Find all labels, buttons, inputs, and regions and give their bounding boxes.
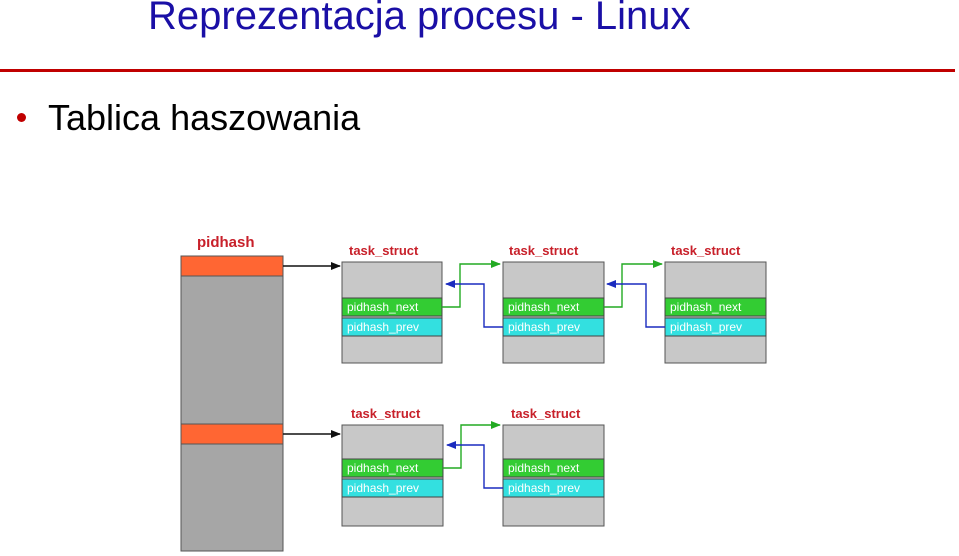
task-struct-2-2: task_struct pidhash_next pidhash_prev: [502, 406, 605, 527]
pidhash-next-label: pidhash_next: [670, 300, 742, 314]
pidhash-prev-label: pidhash_prev: [347, 320, 419, 334]
task-struct-label: task_struct: [351, 406, 421, 421]
pidhash-next-label: pidhash_next: [347, 300, 419, 314]
prev-pointer-1-3: [606, 280, 665, 328]
task-struct-2-1: task_struct pidhash_next pidhash_prev: [341, 406, 444, 527]
prev-pointer-2-2: [446, 441, 503, 489]
next-pointer-2-1: [443, 421, 501, 469]
bullet-text: Tablica haszowania: [48, 97, 361, 138]
slide-title: Reprezentacja procesu - Linux: [148, 0, 691, 38]
pidhash-prev-label: pidhash_prev: [670, 320, 742, 334]
pidhash-next-label: pidhash_next: [508, 300, 580, 314]
pidhash-next-label: pidhash_next: [508, 461, 580, 475]
title-divider: [0, 69, 955, 72]
task-struct-label: task_struct: [671, 243, 741, 258]
task-struct-1-2: task_struct pidhash_next pidhash_prev: [502, 243, 605, 364]
pidhash-prev-field: [341, 478, 444, 498]
pidhash-prev-label: pidhash_prev: [347, 481, 419, 495]
task-struct-1-3: task_struct pidhash_next pidhash_prev: [664, 243, 767, 364]
pidhash-prev-field: [341, 317, 443, 337]
next-pointer-1-1: [442, 260, 501, 308]
pidhash-prev-label: pidhash_prev: [508, 320, 580, 334]
bullet-icon: [17, 113, 26, 122]
pidhash-label: pidhash: [197, 234, 255, 251]
prev-pointer-1-2: [445, 280, 503, 328]
pidhash-next-label: pidhash_next: [347, 461, 419, 475]
task-struct-1-1: task_struct pidhash_next pidhash_prev: [341, 243, 443, 364]
pidhash-next-field: [502, 458, 605, 478]
next-pointer-1-2: [604, 260, 663, 308]
task-struct-label: task_struct: [509, 243, 579, 258]
bucket-1: [180, 255, 284, 277]
pidhash-table: [180, 255, 284, 552]
task-struct-label: task_struct: [511, 406, 581, 421]
pidhash-next-field: [664, 297, 767, 317]
pidhash-prev-label: pidhash_prev: [508, 481, 580, 495]
bucket-2: [180, 423, 284, 445]
task-struct-label: task_struct: [349, 243, 419, 258]
